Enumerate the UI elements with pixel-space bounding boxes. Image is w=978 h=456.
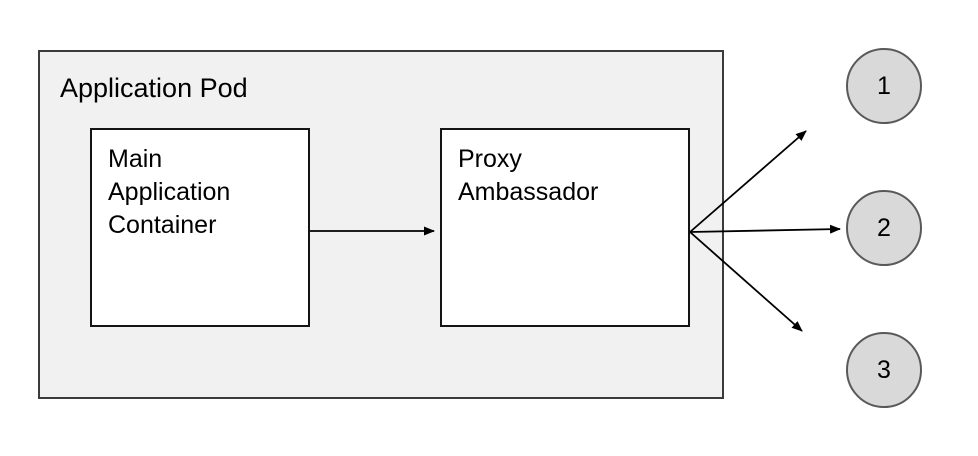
application-pod-label: Application Pod — [60, 73, 248, 103]
proxy-ambassador-box: Proxy Ambassador — [440, 128, 690, 327]
endpoint-circle-1: 1 — [846, 48, 922, 124]
endpoint-circle-3-label: 3 — [877, 355, 891, 384]
endpoint-circle-3: 3 — [846, 332, 922, 408]
main-application-container-label: Main Application Container — [108, 145, 231, 239]
endpoint-circle-2: 2 — [846, 190, 922, 266]
endpoint-circle-2-label: 2 — [877, 213, 891, 242]
main-application-container-box: Main Application Container — [90, 128, 310, 327]
proxy-ambassador-label: Proxy Ambassador — [458, 145, 599, 206]
endpoint-circle-1-label: 1 — [877, 71, 891, 100]
